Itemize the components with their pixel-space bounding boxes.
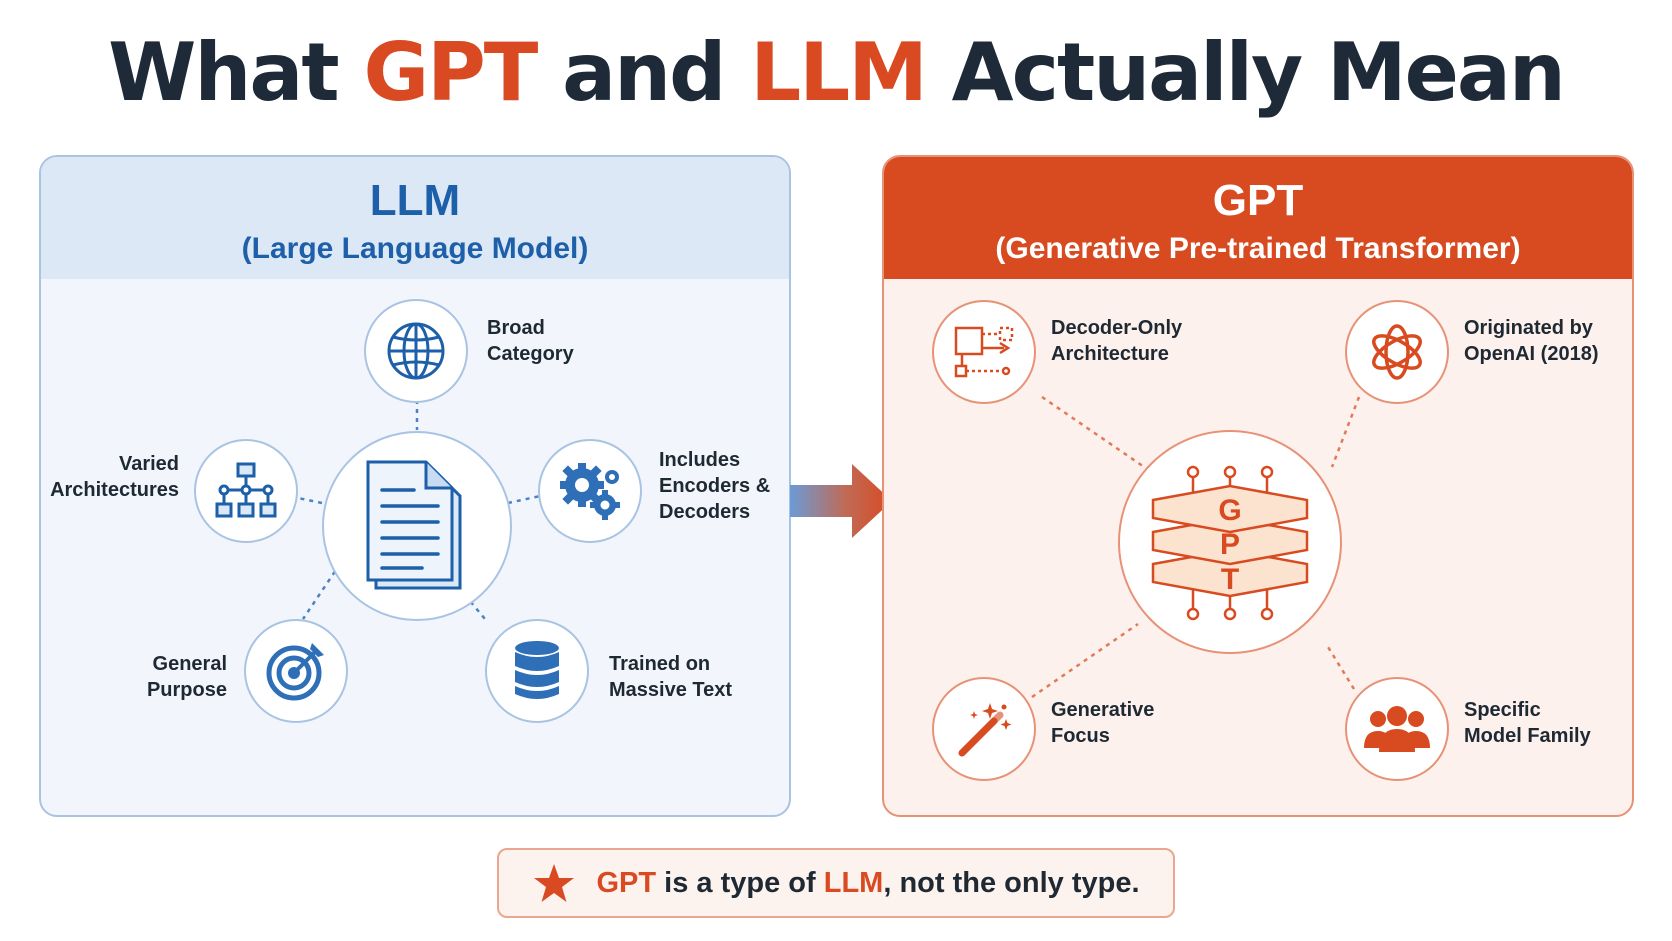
gpt-node-openai	[1345, 300, 1449, 404]
gpt-panel-title: GPT	[1212, 176, 1304, 225]
llm-center-node	[322, 431, 512, 621]
openai-line2: OpenAI (2018)	[1464, 343, 1599, 365]
llm-panel-header: LLM (Large Language Model)	[41, 157, 789, 279]
gpt-panel: GPT (Generative Pre-trained Transformer)	[882, 155, 1634, 817]
varied-line1: Varied	[118, 453, 179, 475]
llm-node-broad-category	[364, 299, 468, 403]
title-part2: Actually Mean	[925, 26, 1566, 119]
decoder-line1: Decoder-Only	[1051, 317, 1183, 339]
gpt-center-node: G P T	[1118, 430, 1342, 654]
llm-panel-subtitle: (Large Language Model)	[241, 232, 589, 265]
llm-panel-title: LLM	[369, 176, 461, 225]
trained-line2: Massive Text	[609, 679, 733, 701]
llm-label-varied-architectures: Varied Architectures	[41, 451, 179, 503]
encoders-line1: Includes	[659, 449, 741, 471]
star-icon	[533, 863, 575, 903]
openai-logo-icon	[1372, 324, 1422, 380]
page-title: What GPT and LLM Actually Mean	[0, 18, 1672, 128]
gpt-label-generative-focus: Generative Focus	[1051, 697, 1154, 749]
globe-icon	[387, 322, 445, 380]
llm-panel: LLM (Large Language Model)	[39, 155, 791, 817]
database-icon	[515, 641, 559, 699]
llm-label-broad-category: Broad Category	[487, 315, 574, 367]
gpt-panel-header: GPT (Generative Pre-trained Transformer)	[884, 157, 1632, 279]
generative-line1: Generative	[1051, 699, 1155, 721]
people-group-icon	[1364, 706, 1430, 752]
broad-line1: Broad	[487, 317, 545, 339]
hierarchy-icon	[215, 462, 277, 518]
magic-wand-icon	[958, 703, 1012, 757]
callout-gpt: GPT	[596, 866, 657, 899]
gpt-connectors	[1031, 395, 1361, 699]
gpt-letter-p: P	[1220, 528, 1240, 561]
llm-label-general-purpose: General Purpose	[91, 651, 227, 703]
gpt-label-decoder-only: Decoder-Only Architecture	[1051, 315, 1182, 367]
callout-llm: LLM	[823, 866, 884, 899]
llm-label-trained-massive-text: Trained on Massive Text	[609, 651, 732, 703]
family-line1: Specific	[1464, 699, 1541, 721]
callout-text2: , not the only type.	[883, 866, 1140, 899]
gpt-label-openai: Originated by OpenAI (2018)	[1464, 315, 1598, 367]
document-icon	[366, 460, 462, 590]
trained-line1: Trained on	[609, 653, 711, 675]
llm-node-general-purpose	[244, 619, 348, 723]
general-line1: General	[152, 653, 227, 675]
openai-line1: Originated by	[1464, 317, 1593, 339]
title-mid: and	[536, 26, 751, 119]
gpt-panel-subtitle: (Generative Pre-trained Transformer)	[995, 232, 1521, 265]
generative-line2: Focus	[1051, 725, 1110, 747]
encoders-line2: Encoders &	[659, 475, 771, 497]
encoders-line3: Decoders	[659, 501, 751, 523]
llm-node-varied-architectures	[194, 439, 298, 543]
target-icon	[266, 643, 324, 701]
gpt-node-generative-focus	[932, 677, 1036, 781]
gpt-letter-g: G	[1218, 494, 1241, 527]
gears-icon	[560, 463, 620, 520]
gpt-letter-t: T	[1221, 563, 1239, 596]
decoder-line2: Architecture	[1051, 343, 1169, 365]
layer-stack-icon: G P T	[1151, 465, 1309, 621]
gpt-label-model-family: Specific Model Family	[1464, 697, 1591, 749]
llm-node-trained-massive-text	[485, 619, 589, 723]
varied-line2: Architectures	[50, 479, 179, 501]
decoder-diagram-icon	[954, 326, 1014, 378]
llm-node-encoders-decoders	[538, 439, 642, 543]
callout-text1: is a type of	[656, 866, 824, 899]
title-part1: What	[108, 26, 364, 119]
title-llm: LLM	[750, 26, 928, 119]
llm-label-encoders-decoders: Includes Encoders & Decoders	[659, 447, 770, 525]
title-gpt: GPT	[363, 26, 538, 119]
gpt-node-decoder-only	[932, 300, 1036, 404]
broad-line2: Category	[487, 343, 574, 365]
general-line2: Purpose	[146, 679, 227, 701]
arrow-right-icon	[790, 464, 892, 538]
summary-callout: GPT is a type of LLM, not the only type.	[497, 848, 1175, 918]
gpt-node-model-family	[1345, 677, 1449, 781]
family-line2: Model Family	[1464, 725, 1591, 747]
